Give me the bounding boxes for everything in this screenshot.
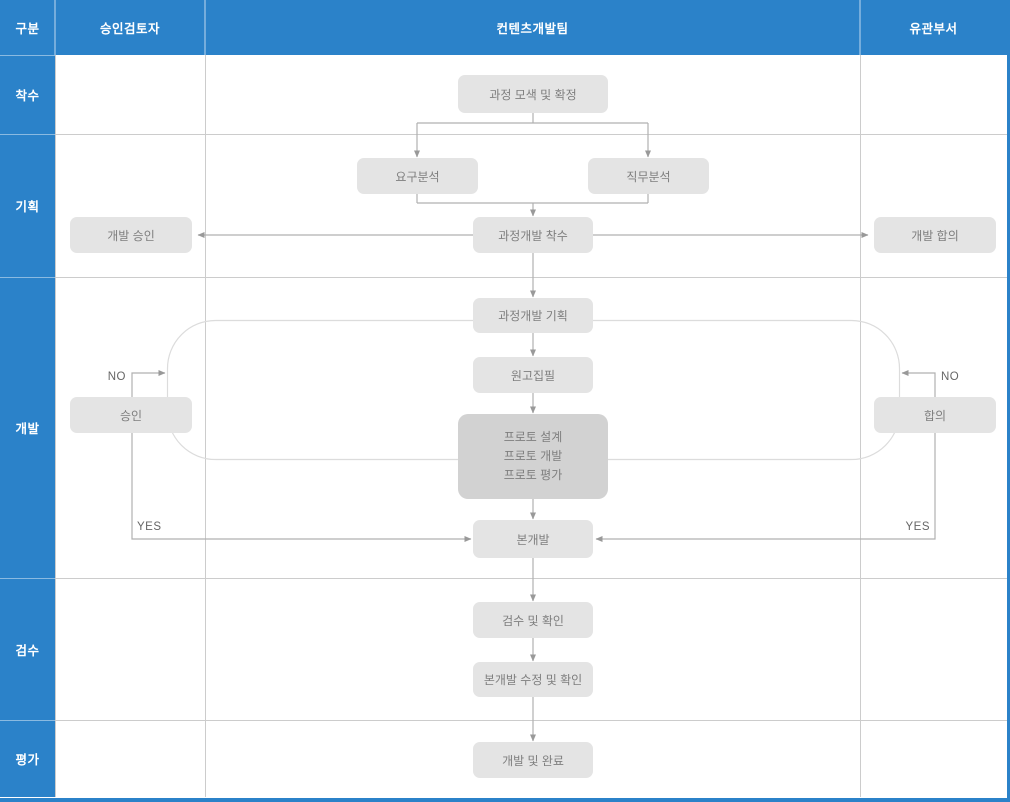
- node-process-exploration: 과정 모색 및 확정: [458, 75, 608, 113]
- lane-divider: [0, 578, 55, 579]
- header-bar: [0, 0, 1010, 55]
- column-header-approval-reviewer: 승인검토자: [99, 22, 160, 36]
- node-main-dev-revision: 본개발 수정 및 확인: [473, 662, 593, 697]
- grid-row-line: [55, 134, 1007, 135]
- grid-column-line: [55, 55, 56, 797]
- page-right-border: [1007, 0, 1010, 802]
- node-dev-start: 과정개발 착수: [473, 217, 593, 253]
- grid-column-line: [205, 55, 206, 797]
- node-dev-approval: 개발 승인: [70, 217, 192, 253]
- node-dev-completion: 개발 및 완료: [473, 742, 593, 778]
- header-divider: [204, 0, 206, 55]
- grid-row-line: [55, 578, 1007, 579]
- grid-row-line: [55, 720, 1007, 721]
- lane-divider: [0, 277, 55, 278]
- row-label-inspection: 검수: [15, 643, 40, 658]
- node-needs-analysis: 요구분석: [357, 158, 478, 194]
- proto-eval-label: 프로토 평가: [503, 468, 563, 482]
- proto-dev-label: 프로토 개발: [503, 449, 563, 463]
- header-divider: [859, 0, 861, 55]
- no-label-right: NO: [941, 371, 960, 383]
- row-label-column: [0, 55, 55, 797]
- yes-label-left: YES: [137, 521, 162, 533]
- page-bottom-border: [0, 798, 1010, 802]
- node-inspection-check: 검수 및 확인: [473, 602, 593, 638]
- column-header-category: 구분: [15, 22, 40, 36]
- grid-column-line: [860, 55, 861, 797]
- node-dev-agreement: 개발 합의: [874, 217, 996, 253]
- column-header-content-dev-team: 컨텐츠개발팀: [496, 22, 569, 36]
- no-label-left: NO: [107, 371, 126, 383]
- node-prototype-phase: 프로토 설계 프로토 개발 프로토 평가: [458, 414, 608, 499]
- node-main-development: 본개발: [473, 520, 593, 558]
- row-label-planning: 기획: [15, 200, 40, 214]
- grid-row-line: [55, 277, 1007, 278]
- lane-divider: [0, 134, 55, 135]
- row-label-development: 개발: [15, 422, 40, 436]
- node-job-analysis: 직무분석: [588, 158, 709, 194]
- header-divider: [54, 0, 56, 55]
- lane-divider: [0, 720, 55, 721]
- lane-divider: [0, 55, 55, 56]
- column-header-related-dept: 유관부서: [909, 22, 958, 36]
- proto-design-label: 프로토 설계: [503, 430, 563, 444]
- row-label-evaluation: 평가: [15, 753, 40, 767]
- row-label-initiation: 착수: [15, 89, 40, 103]
- node-manuscript-writing: 원고집필: [473, 357, 593, 393]
- yes-label-right: YES: [905, 521, 930, 533]
- node-approval-decision: 승인: [70, 397, 192, 433]
- node-agreement-decision: 합의: [874, 397, 996, 433]
- node-dev-planning: 과정개발 기획: [473, 298, 593, 333]
